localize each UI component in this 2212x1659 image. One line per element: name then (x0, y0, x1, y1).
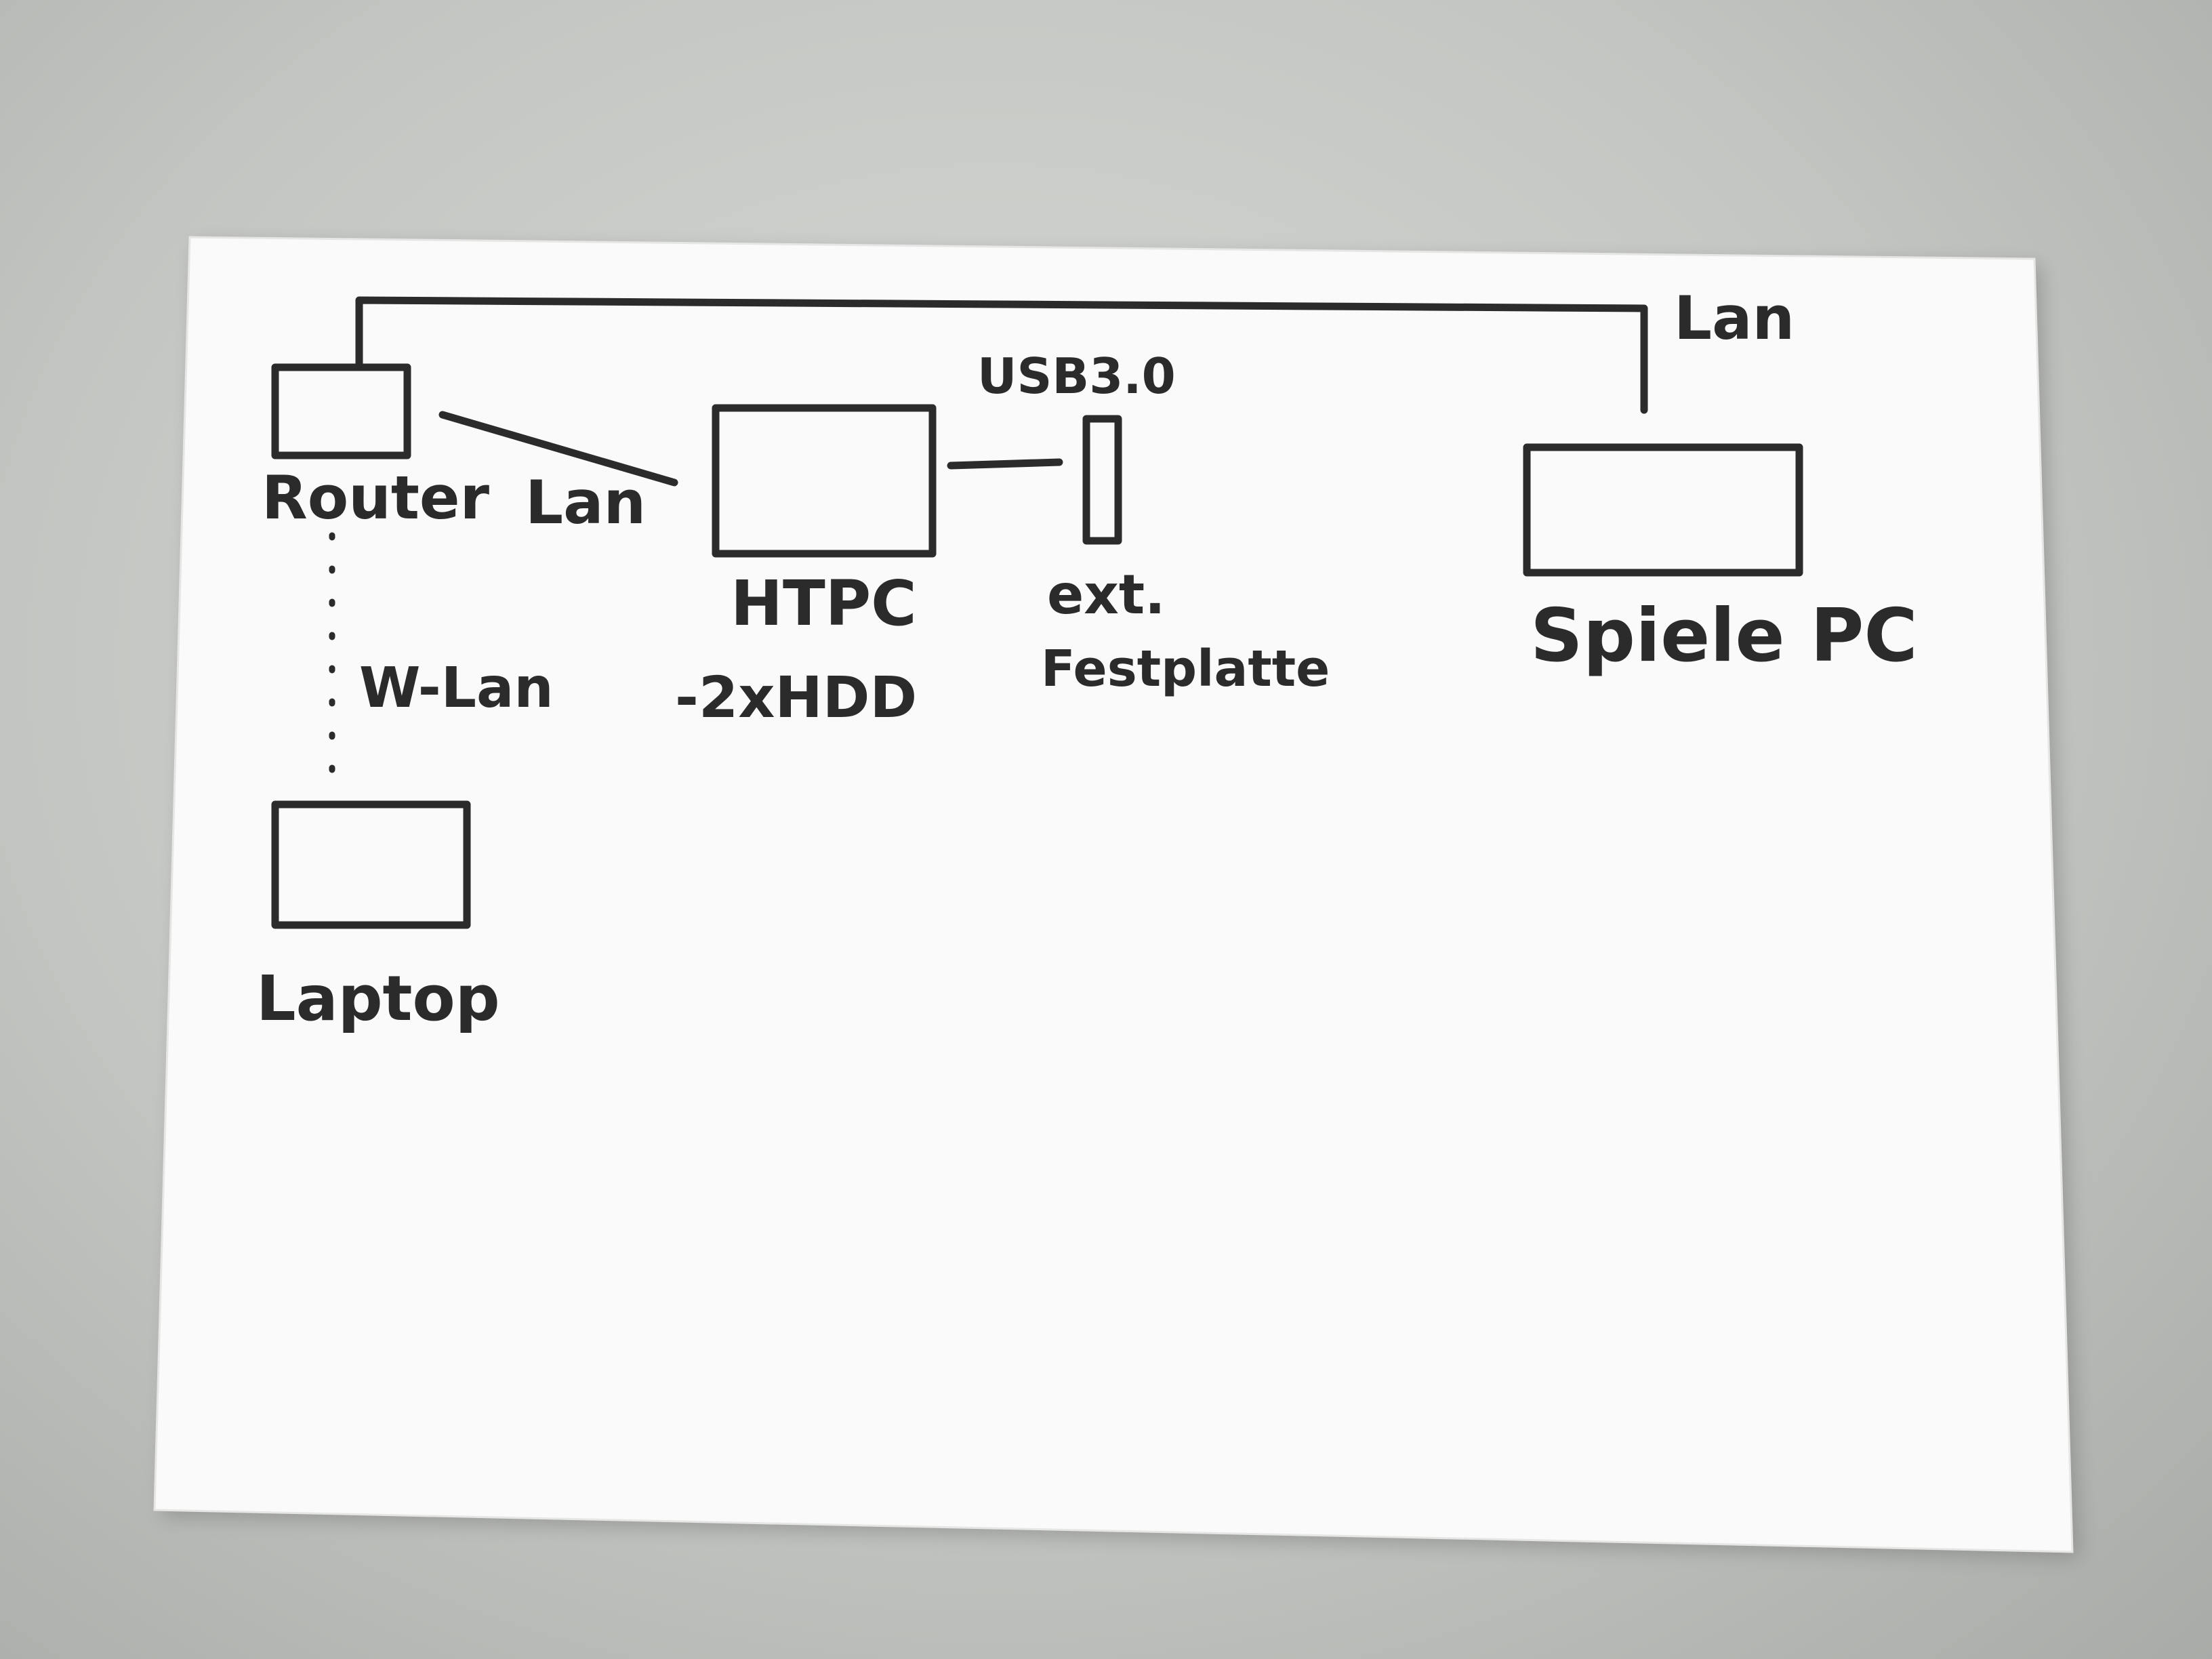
ext-drive-box (1082, 415, 1122, 545)
edge-label-lan-top: Lan (1674, 283, 1795, 353)
edge-label-usb: USB3.0 (977, 348, 1176, 405)
edge-htpc-ext-drive (947, 458, 1063, 470)
router-box (271, 363, 411, 459)
node-sublabel-ext-drive: Festplatte (1041, 640, 1330, 698)
htpc-box (712, 404, 937, 558)
node-label-router: Router (262, 463, 490, 533)
laptop-box (271, 800, 471, 929)
edge-router-htpc (438, 411, 678, 487)
node-label-htpc: HTPC (731, 567, 917, 640)
edge-label-lan-htpc: Lan (525, 468, 646, 537)
node-sublabel-htpc: -2xHDD (675, 664, 917, 731)
spiele-pc-box (1523, 443, 1803, 577)
paper-card (153, 236, 2074, 1553)
edge-router-spiele-pc (355, 296, 1648, 414)
node-label-ext-drive: ext. (1047, 563, 1166, 626)
node-label-laptop: Laptop (256, 962, 500, 1035)
edge-label-wlan: W-Lan (359, 656, 554, 720)
node-label-spiele-pc: Spiele PC (1530, 594, 1918, 678)
